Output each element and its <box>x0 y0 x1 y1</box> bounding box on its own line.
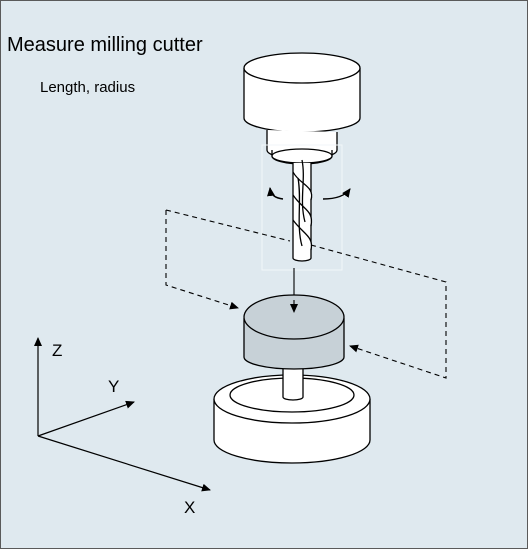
measurement-path-lines <box>165 209 447 379</box>
diagram-title: Measure milling cutter <box>7 34 203 56</box>
spindle-icon <box>243 52 361 165</box>
probe-base-icon <box>213 364 371 464</box>
cutter-reference-frame <box>261 144 343 271</box>
axis-label-x: X <box>184 498 195 517</box>
diagram-subtitle: Length, radius <box>40 79 136 96</box>
coordinate-axes-icon <box>34 337 211 492</box>
rotation-arrows-icon <box>267 187 351 200</box>
axis-label-y: Y <box>108 377 119 396</box>
milling-cutter-icon <box>292 159 313 262</box>
probe-disc-icon <box>243 294 345 370</box>
axis-label-z: Z <box>52 341 62 360</box>
